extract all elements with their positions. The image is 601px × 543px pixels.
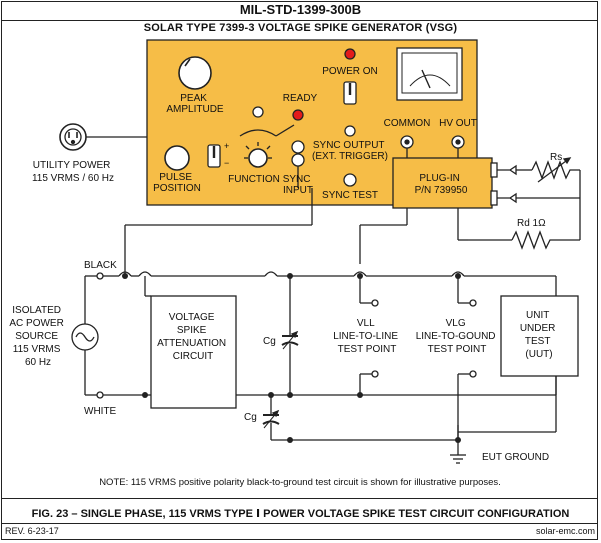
sync-output-label: SYNC OUTPUT (EXT. TRIGGER)	[312, 140, 388, 162]
function-knob[interactable]	[248, 148, 268, 168]
eut-ground-label: EUT GROUND	[482, 452, 549, 463]
plus-label: +	[224, 141, 229, 151]
cg-label-upper: Cg	[263, 336, 276, 347]
uut-label: UNIT UNDER TEST (UUT)	[520, 310, 558, 360]
peak-amplitude-knob[interactable]	[178, 56, 212, 90]
note-text: NOTE: 115 VRMS positive polarity black-t…	[99, 477, 501, 488]
ready-lamp	[292, 109, 304, 121]
vlg-label: VLG LINE-TO-GOUND TEST POINT	[416, 318, 499, 355]
hv-out-label: HV OUT	[439, 118, 477, 129]
vll-label: VLL LINE-TO-LINE TEST POINT	[333, 318, 401, 355]
peak-amplitude-label: PEAK AMPLITUDE	[166, 93, 224, 115]
ready-label: READY	[283, 93, 318, 104]
sync-input-jack-top[interactable]	[291, 140, 305, 154]
cg-label-lower: Cg	[244, 412, 257, 423]
plugin-box	[392, 157, 493, 209]
sync-output-jack[interactable]	[344, 125, 356, 137]
function-position-indicator	[252, 106, 264, 118]
rd-resistor	[511, 230, 580, 250]
sync-input-jack[interactable]	[291, 153, 305, 167]
figure-caption: FIG. 23 – SINGLE PHASE, 115 VRMS TYPE Ⅰ …	[31, 508, 570, 520]
black-label: BLACK	[84, 260, 117, 271]
rd-label: Rd 1Ω	[517, 218, 546, 229]
caption-divider-top	[1, 498, 598, 499]
utility-power-label: UTILITY POWER 115 VRMS / 60 Hz	[32, 160, 114, 184]
minus-label: −	[224, 158, 229, 168]
sync-input-label: SYNC INPUT	[283, 174, 314, 196]
source-label: ISOLATED AC POWER SOURCE 115 VRMS 60 Hz	[9, 305, 66, 368]
sync-test-button[interactable]	[343, 173, 357, 187]
header-divider	[1, 20, 598, 21]
white-label: WHITE	[84, 406, 117, 417]
pulse-position-knob[interactable]	[164, 145, 190, 171]
attenuation-circuit-box	[150, 295, 237, 409]
plugin-label: PLUG-IN P/N 739950	[415, 173, 468, 196]
generator-title: SOLAR TYPE 7399-3 VOLTAGE SPIKE GENERATO…	[143, 22, 458, 34]
revision-label: REV. 6-23-17	[5, 526, 59, 536]
attenuation-label: VOLTAGE SPIKE ATTENUATION CIRCUIT	[157, 312, 229, 362]
caption-divider-bottom	[1, 523, 598, 524]
uut-box	[500, 295, 579, 377]
power-on-label: POWER ON	[322, 66, 378, 77]
sync-test-label: SYNC TEST	[322, 190, 378, 201]
website-label: solar-emc.com	[535, 526, 595, 536]
common-label: COMMON	[384, 118, 431, 129]
standard-header: MIL-STD-1399-300B	[239, 2, 362, 17]
rs-label: Rs	[550, 152, 562, 163]
function-label: FUNCTION	[228, 174, 280, 185]
rs-resistor	[531, 160, 580, 180]
power-on-lamp	[344, 48, 356, 60]
pulse-position-label: PULSE POSITION	[153, 172, 201, 194]
